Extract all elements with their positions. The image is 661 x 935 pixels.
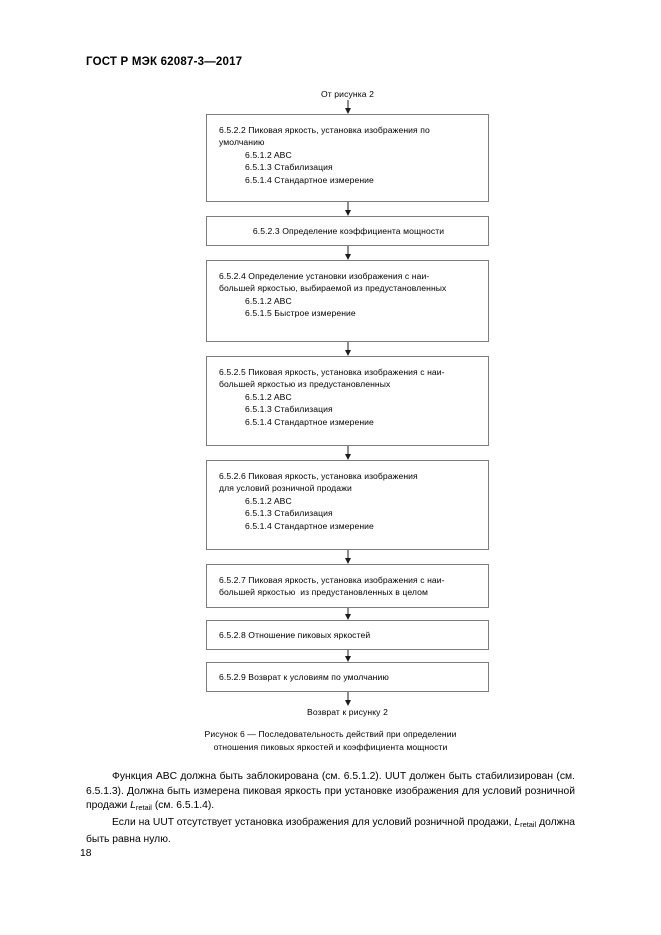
paragraph-1-text-a: Функция ABC должна быть заблокирована (с… bbox=[86, 771, 575, 812]
flow-box-title-line-1: 6.5.2.4 Определение установки изображени… bbox=[219, 271, 430, 281]
page-number: 18 bbox=[80, 848, 92, 859]
flow-box-title-line-2: для условий розничной продажи bbox=[219, 483, 352, 494]
figure-caption: Рисунок 6 — Последовательность действий … bbox=[0, 728, 661, 753]
flowchart-exit-label: Возврат к рисунку 2 bbox=[307, 707, 388, 717]
flow-box-title-line-1: 6.5.2.8 Отношение пиковых яркостей bbox=[219, 630, 371, 640]
flow-box-sub-line-1: 6.5.1.2 ABC bbox=[245, 391, 292, 402]
flow-box-6-5-2-3[interactable]: 6.5.2.3 Определение коэффициента мощност… bbox=[206, 216, 489, 246]
connector-arrow-5 bbox=[206, 550, 489, 564]
flow-box-6-5-2-5[interactable]: 6.5.2.5 Пиковая яркость, установка изобр… bbox=[206, 356, 489, 446]
flow-box-sub-line-2: 6.5.1.3 Стабилизация bbox=[245, 508, 333, 519]
flow-box-title-line-1: 6.5.2.6 Пиковая яркость, установка изобр… bbox=[219, 471, 418, 481]
paragraph-1: Функция ABC должна быть заблокирована (с… bbox=[86, 770, 575, 816]
connector-arrow-7 bbox=[206, 650, 489, 662]
variable-subscript: retail bbox=[135, 803, 152, 813]
paragraph-2-text-a: Если на UUT отсутствует установка изобра… bbox=[112, 817, 515, 829]
paragraph-2-text-b: должна быть равна нулю. bbox=[86, 817, 575, 845]
connector-arrow-entry bbox=[206, 100, 489, 114]
paragraph-2: Если на UUT отсутствует установка изобра… bbox=[86, 816, 575, 847]
flow-box-6-5-2-9[interactable]: 6.5.2.9 Возврат к условиям по умолчанию bbox=[206, 662, 489, 692]
flow-box-sub-line-1: 6.5.1.2 ABC bbox=[245, 495, 292, 506]
flow-box-sub-line-3: 6.5.1.4 Стандартное измерение bbox=[245, 416, 374, 427]
flowchart-entry-label: От рисунка 2 bbox=[320, 89, 375, 99]
variable-symbol: L bbox=[130, 800, 136, 812]
flow-box-6-5-2-7[interactable]: 6.5.2.7 Пиковая яркость, установка изобр… bbox=[206, 564, 489, 608]
connector-arrow-3 bbox=[206, 342, 489, 356]
variable-symbol: L bbox=[514, 817, 521, 829]
flowchart: От рисунка 2 6.5.2.2 Пиковая яркость, ус… bbox=[206, 88, 489, 718]
variable-l-retail: Lretail bbox=[514, 817, 537, 830]
connector-arrow-4 bbox=[206, 446, 489, 460]
connector-arrow-exit bbox=[206, 692, 489, 706]
flow-box-title-line-1: 6.5.2.7 Пиковая яркость, установка изобр… bbox=[219, 575, 445, 585]
flow-box-sub-line-1: 6.5.1.2 ABC bbox=[245, 149, 292, 160]
connector-arrow-2 bbox=[206, 246, 489, 260]
flow-box-title-line-1: 6.5.2.9 Возврат к условиям по умолчанию bbox=[219, 672, 389, 682]
body-text: Функция ABC должна быть заблокирована (с… bbox=[86, 770, 575, 848]
flow-box-sub-line-2: 6.5.1.5 Быстрое измерение bbox=[245, 308, 356, 319]
flow-box-6-5-2-8[interactable]: 6.5.2.8 Отношение пиковых яркостей bbox=[206, 620, 489, 650]
flow-box-sub-line-1: 6.5.1.2 ABC bbox=[245, 295, 292, 306]
connector-arrow-1 bbox=[206, 202, 489, 216]
flow-box-6-5-2-6[interactable]: 6.5.2.6 Пиковая яркость, установка изобр… bbox=[206, 460, 489, 550]
flow-box-title-line-1: 6.5.2.5 Пиковая яркость, установка изобр… bbox=[219, 367, 445, 377]
flow-box-6-5-2-2[interactable]: 6.5.2.2 Пиковая яркость, установка изобр… bbox=[206, 114, 489, 202]
figure-caption-line-1: Рисунок 6 — Последовательность действий … bbox=[204, 729, 457, 739]
flow-box-6-5-2-4[interactable]: 6.5.2.4 Определение установки изображени… bbox=[206, 260, 489, 342]
figure-caption-line-2: отношения пиковых яркостей и коэффициент… bbox=[213, 741, 448, 752]
flow-box-title-line-1: 6.5.2.3 Определение коэффициента мощност… bbox=[252, 226, 445, 236]
flow-box-sub-line-2: 6.5.1.3 Стабилизация bbox=[245, 404, 333, 415]
flow-box-title-line-2: умолчанию bbox=[219, 137, 265, 148]
flow-box-title-line-2: большей яркостью, выбираемой из предуста… bbox=[219, 283, 447, 294]
variable-subscript: retail bbox=[520, 820, 537, 830]
paragraph-1-text-b: (см. 6.5.1.4). bbox=[151, 800, 215, 812]
flow-box-sub-line-3: 6.5.1.4 Стандартное измерение bbox=[245, 520, 374, 531]
flow-box-title-line-1: 6.5.2.2 Пиковая яркость, установка изобр… bbox=[219, 125, 430, 135]
flow-box-sub-line-2: 6.5.1.3 Стабилизация bbox=[245, 162, 333, 173]
flow-box-sub-line-3: 6.5.1.4 Стандартное измерение bbox=[245, 174, 374, 185]
connector-arrow-6 bbox=[206, 608, 489, 620]
flow-box-title-line-2: большей яркостью из предустановленных в … bbox=[219, 587, 428, 598]
document-header-standard-number: ГОСТ Р МЭК 62087-3—2017 bbox=[86, 56, 243, 68]
variable-l-retail: Lretail bbox=[130, 800, 152, 813]
flow-box-title-line-2: большей яркостью из предустановленных bbox=[219, 379, 391, 390]
